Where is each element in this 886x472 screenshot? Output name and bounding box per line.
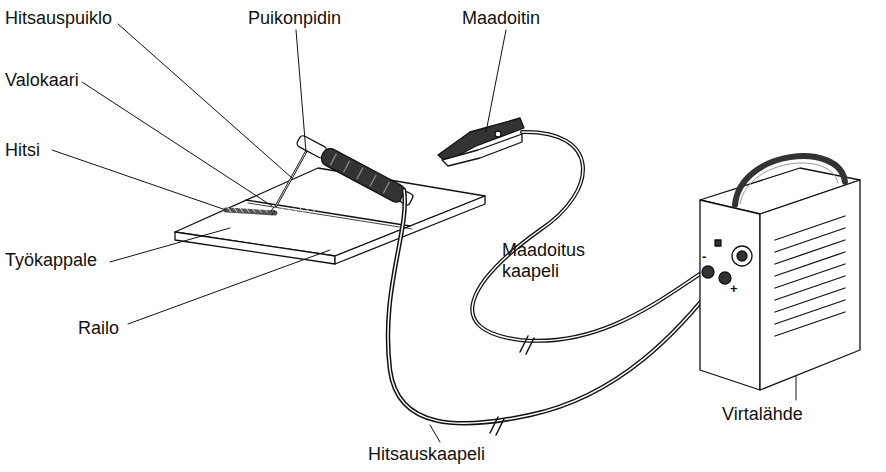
part-label: Hitsauspuiklo (5, 8, 112, 29)
cable-break (490, 417, 498, 433)
ground-cable-core (472, 132, 703, 341)
cable-break (496, 419, 504, 435)
welding-cable (388, 190, 720, 423)
part-label: Virtalähde (722, 404, 803, 425)
polarity-sign: + (730, 282, 738, 297)
ground-clamp (438, 118, 524, 166)
polarity-sign: - (702, 250, 706, 265)
part-label: Valokaari (5, 70, 79, 91)
welding-cable-core (388, 190, 720, 423)
joint-seam (248, 203, 412, 229)
weld-bead (226, 210, 275, 213)
workpiece-edge (335, 196, 485, 264)
arc (271, 207, 275, 215)
part-label: Maadoitus kaapeli (502, 240, 594, 281)
part-label: Puikonpidin (248, 8, 341, 29)
part-label: Työkappale (5, 250, 97, 271)
cable-break (520, 336, 528, 352)
part-label: Maadoitin (462, 8, 540, 29)
ground-cable (472, 132, 703, 341)
part-label: Railo (78, 318, 119, 339)
part-label: Hitsi (5, 140, 40, 161)
electrode-holder (294, 133, 415, 209)
leader-lines (52, 24, 796, 442)
power-source (700, 156, 860, 390)
part-label: Hitsauskaapeli (368, 444, 485, 465)
cable-break (526, 338, 534, 354)
